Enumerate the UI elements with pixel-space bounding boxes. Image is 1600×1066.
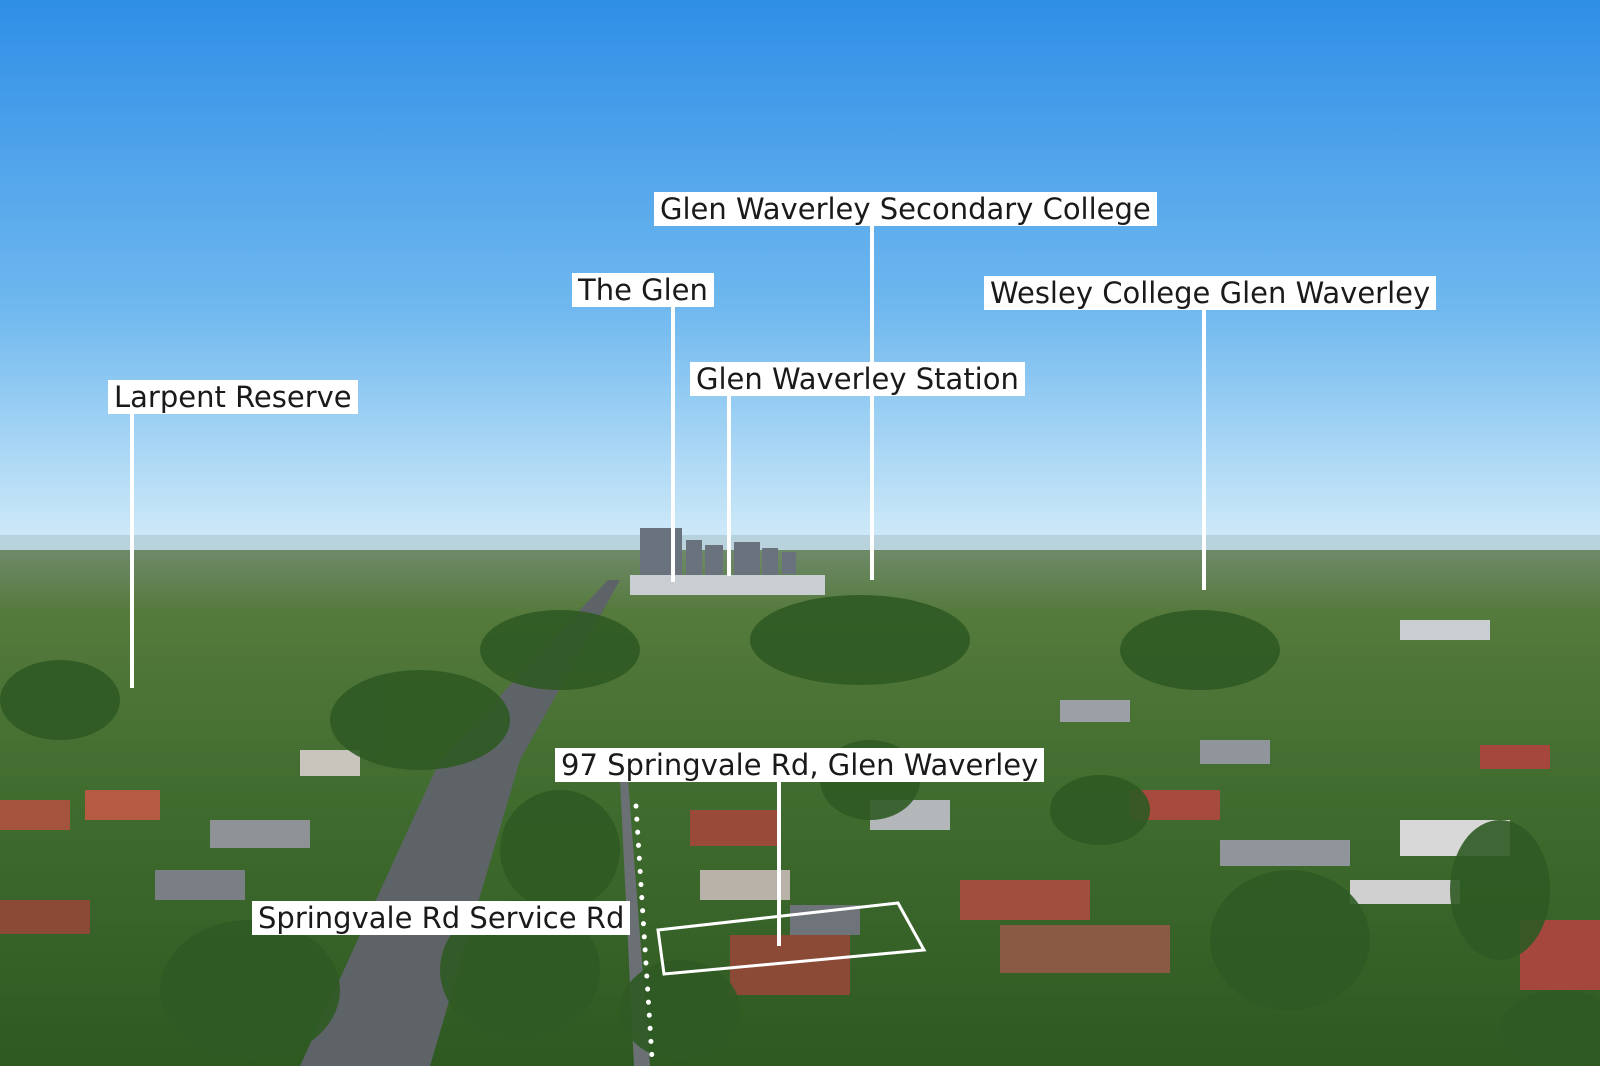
springvale-road [300,580,620,1066]
leader-secondary-college [870,224,874,580]
leader-wesley-college [1202,305,1206,590]
label-larpent-reserve: Larpent Reserve [108,380,358,414]
leader-glen-waverley-station [727,395,731,576]
label-glen-waverley-station: Glen Waverley Station [690,362,1025,396]
leader-larpent-reserve [130,413,134,688]
label-property-address: 97 Springvale Rd, Glen Waverley [555,748,1045,782]
town-centre-buildings [630,528,825,595]
label-the-glen: The Glen [572,273,714,307]
tree-canopy [0,595,1600,1066]
service-road-dotted-marker [633,803,655,1061]
leader-property [777,780,781,946]
label-secondary-college: Glen Waverley Secondary College [654,192,1157,226]
leader-the-glen [671,304,675,582]
property-boundary [656,901,927,976]
label-service-road: Springvale Rd Service Rd [252,901,631,935]
label-wesley-college: Wesley College Glen Waverley [984,276,1437,310]
